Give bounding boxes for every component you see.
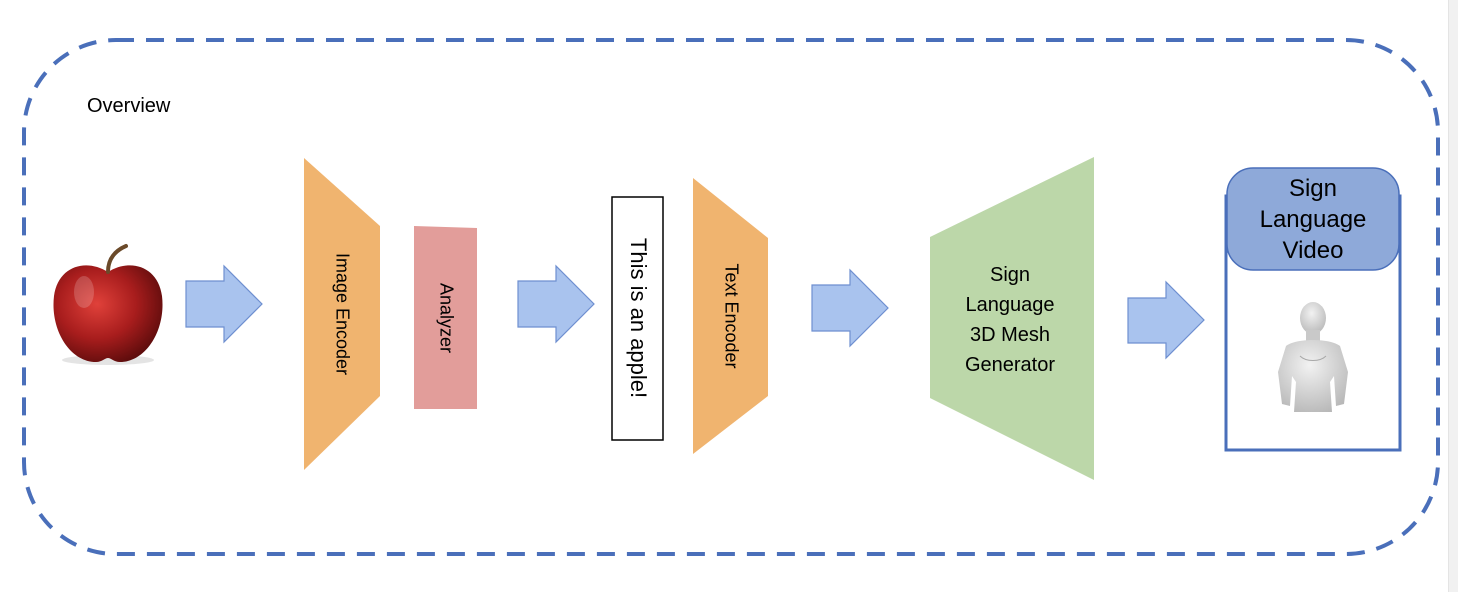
text-encoder-block [693, 178, 768, 454]
arrow-3 [811, 268, 889, 348]
mesh-generator-block [930, 157, 1094, 480]
arrow-4 [1127, 280, 1205, 360]
mesh-generator-label-line2: Language [966, 294, 1055, 316]
mesh-generator-label-line4: Generator [965, 354, 1055, 376]
overview-frame [22, 38, 1440, 556]
mesh-generator-label-line1: Sign [990, 264, 1030, 286]
human-mesh-figure [1278, 302, 1348, 412]
apple-image [44, 244, 172, 368]
video-header-line1: Sign [1289, 175, 1337, 202]
overview-title: Overview [87, 95, 171, 117]
image-encoder-block [304, 158, 380, 470]
mesh-generator-label-line3: 3D Mesh [970, 324, 1050, 346]
caption-text: This is an apple! [626, 238, 651, 398]
caption-box [611, 196, 664, 441]
text-encoder-label: Text Encoder [721, 263, 741, 368]
arrow-1 [185, 264, 263, 344]
analyzer-block [414, 226, 477, 409]
video-header [1226, 167, 1400, 271]
video-header-line2: Language [1260, 206, 1367, 233]
image-encoder-label: Image Encoder [332, 253, 352, 375]
page-scrollbar[interactable] [1448, 0, 1458, 592]
arrow-2 [517, 264, 595, 344]
analyzer-label: Analyzer [436, 283, 456, 353]
video-header-line3: Video [1283, 237, 1344, 264]
